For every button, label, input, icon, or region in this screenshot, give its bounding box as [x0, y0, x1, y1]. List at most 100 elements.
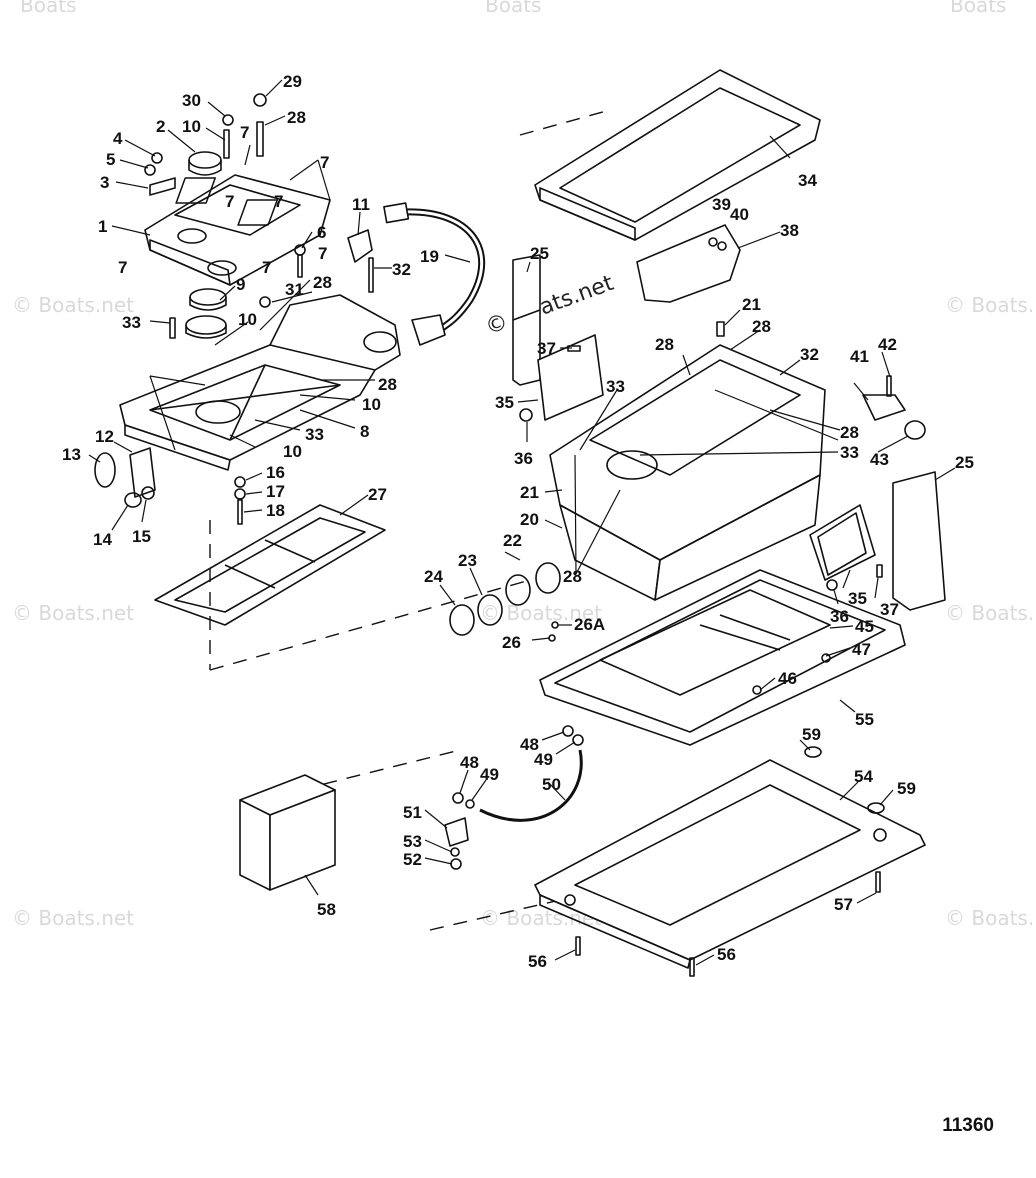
callout-10: 10: [238, 310, 257, 329]
callout-16: 16: [266, 463, 285, 482]
callout-33: 33: [840, 443, 859, 462]
callout-10: 10: [362, 395, 381, 414]
callout-11: 11: [352, 195, 370, 214]
watermark: © Boats.net: [480, 601, 602, 625]
watermark: © Boats.net: [945, 601, 1036, 625]
callout-1: 1: [98, 217, 107, 236]
watermark: © Boats.net: [945, 293, 1036, 317]
callout-50: 50: [542, 775, 561, 794]
callout-13: 13: [62, 445, 81, 464]
callout-55: 55: [855, 710, 874, 729]
carburetor-plate: [144, 174, 331, 286]
callout-4: 4: [113, 129, 123, 148]
callout-39: 39: [712, 195, 731, 214]
callout-48: 48: [520, 735, 539, 754]
callout-48: 48: [460, 753, 479, 772]
drip-tray: [539, 569, 906, 746]
callout-17: 17: [266, 482, 285, 501]
callout-labels: 1 2 3 4 5 6 7 7 7 7 7 7 7 8 9 10 10 10 1…: [62, 72, 974, 971]
callout-24: 24: [424, 567, 443, 586]
callout-53: 53: [403, 832, 422, 851]
callout-49: 49: [534, 750, 553, 769]
callout-28: 28: [378, 375, 397, 394]
callout-33: 33: [305, 425, 324, 444]
callout-28: 28: [655, 335, 674, 354]
callout-59: 59: [802, 725, 821, 744]
bottom-pan: [534, 759, 926, 969]
callout-10: 10: [283, 442, 302, 461]
callout-28: 28: [840, 423, 859, 442]
callout-7: 7: [274, 192, 283, 211]
callout-47: 47: [852, 640, 871, 659]
callout-14: 14: [93, 530, 112, 549]
callout-35: 35: [495, 393, 514, 412]
leader-lines: [88, 79, 956, 966]
callout-15: 15: [132, 527, 151, 546]
kit-box: [239, 774, 336, 891]
callout-7: 7: [318, 244, 327, 263]
callout-28: 28: [313, 273, 332, 292]
callout-26: 26: [502, 633, 521, 652]
callout-22: 22: [503, 531, 522, 550]
callout-19: 19: [420, 247, 439, 266]
callout-35: 35: [848, 589, 867, 608]
watermark: © Boats.net: [12, 601, 134, 625]
callout-18: 18: [266, 501, 285, 520]
watermark-overlay: © Boats.net: [482, 271, 617, 341]
callout-57: 57: [834, 895, 853, 914]
callout-7: 7: [240, 123, 249, 142]
callout-36: 36: [514, 449, 533, 468]
callout-7: 7: [225, 192, 234, 211]
callout-32: 32: [392, 260, 411, 279]
callout-52: 52: [403, 850, 422, 869]
callout-27: 27: [368, 485, 387, 504]
callout-21: 21: [742, 295, 761, 314]
callout-7: 7: [262, 258, 271, 277]
part-drawings: [94, 69, 946, 977]
callout-49: 49: [480, 765, 499, 784]
watermark: © Boats.net: [12, 293, 134, 317]
callout-40: 40: [730, 205, 749, 224]
callout-25: 25: [955, 453, 974, 472]
callout-38: 38: [780, 221, 799, 240]
callout-51: 51: [403, 803, 422, 822]
watermark: © Boats.net: [12, 906, 134, 930]
callout-5: 5: [106, 150, 115, 169]
callout-32: 32: [800, 345, 819, 364]
callout-7: 7: [118, 258, 127, 277]
callout-28: 28: [287, 108, 306, 127]
callout-33: 33: [606, 377, 625, 396]
reference-lines: [209, 109, 611, 931]
callout-33: 33: [122, 313, 141, 332]
arrester-housing: [549, 321, 826, 601]
callout-59: 59: [897, 779, 916, 798]
callout-12: 12: [95, 427, 114, 446]
callout-26A: 26A: [574, 615, 605, 634]
flame-arrester-base: [119, 294, 401, 471]
watermark: Boats: [20, 0, 76, 17]
callout-43: 43: [870, 450, 889, 469]
callout-6: 6: [317, 223, 326, 242]
callout-25: 25: [530, 244, 549, 263]
callout-41: 41: [850, 347, 869, 366]
callout-23: 23: [458, 551, 477, 570]
callout-9: 9: [236, 275, 245, 294]
callout-58: 58: [317, 900, 336, 919]
callout-28: 28: [752, 317, 771, 336]
gasket: [154, 504, 386, 626]
callout-42: 42: [878, 335, 897, 354]
reference-number: 11360: [942, 1115, 994, 1136]
callout-3: 3: [100, 173, 109, 192]
watermark: © Boats.net: [945, 906, 1036, 930]
callout-56: 56: [717, 945, 736, 964]
callout-34: 34: [798, 171, 817, 190]
callout-56: 56: [528, 952, 547, 971]
callout-28: 28: [563, 567, 582, 586]
callout-46: 46: [778, 669, 797, 688]
callout-21: 21: [520, 483, 539, 502]
callout-30: 30: [182, 91, 201, 110]
callout-20: 20: [520, 510, 539, 529]
callout-2: 2: [156, 117, 165, 136]
callout-37: 37: [880, 600, 899, 619]
